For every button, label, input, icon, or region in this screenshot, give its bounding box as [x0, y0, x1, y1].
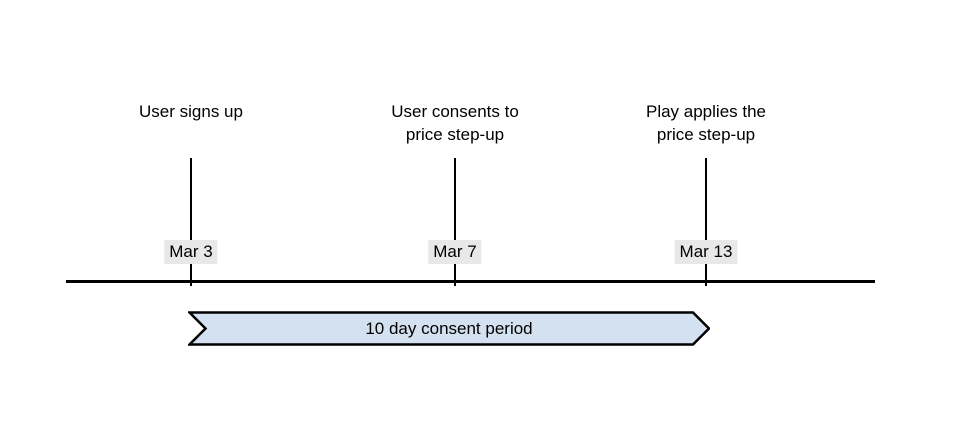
- chevron-banner-icon: [188, 311, 710, 346]
- milestone-date-badge: Mar 7: [428, 240, 482, 264]
- milestone-tick: [705, 158, 707, 286]
- milestone-user-consents: User consents to price step-up Mar 7: [325, 100, 585, 286]
- milestone-label: Play applies the price step-up: [645, 102, 767, 144]
- consent-period-banner: 10 day consent period: [188, 311, 710, 346]
- milestone-tick: [454, 158, 456, 286]
- milestone-date-badge: Mar 13: [674, 240, 738, 264]
- milestone-label: User consents to price step-up: [391, 102, 519, 144]
- milestone-label: User signs up: [139, 102, 243, 121]
- milestone-date-badge: Mar 3: [164, 240, 218, 264]
- timeline-axis: [66, 280, 875, 283]
- milestone-user-signs-up: User signs up Mar 3: [61, 100, 321, 286]
- milestone-play-applies: Play applies the price step-up Mar 13: [576, 100, 836, 286]
- milestone-tick: [190, 158, 192, 286]
